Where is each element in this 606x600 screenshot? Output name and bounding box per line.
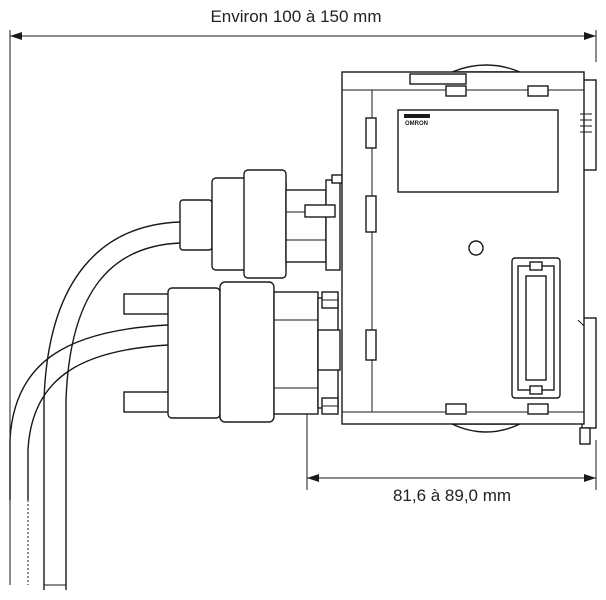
overall-width-label: Environ 100 à 150 mm bbox=[210, 7, 381, 26]
vent-ticks bbox=[580, 113, 592, 133]
module-body: OMRON bbox=[341, 64, 597, 445]
connector-upper bbox=[179, 169, 343, 279]
arrow-left-icon bbox=[307, 474, 319, 482]
arrow-left-icon bbox=[10, 32, 22, 40]
connector-lower bbox=[123, 281, 341, 423]
module-depth-dimension: 81,6 à 89,0 mm bbox=[306, 405, 597, 505]
arrow-right-icon bbox=[584, 474, 596, 482]
module-depth-label: 81,6 à 89,0 mm bbox=[393, 486, 511, 505]
cable-ends bbox=[9, 500, 67, 586]
status-indicator-icon bbox=[468, 240, 484, 256]
expansion-connector bbox=[511, 257, 561, 399]
cable-lower bbox=[9, 324, 169, 500]
brand-mark: OMRON bbox=[405, 121, 428, 127]
arrow-right-icon bbox=[584, 32, 596, 40]
cable-upper bbox=[43, 221, 181, 590]
